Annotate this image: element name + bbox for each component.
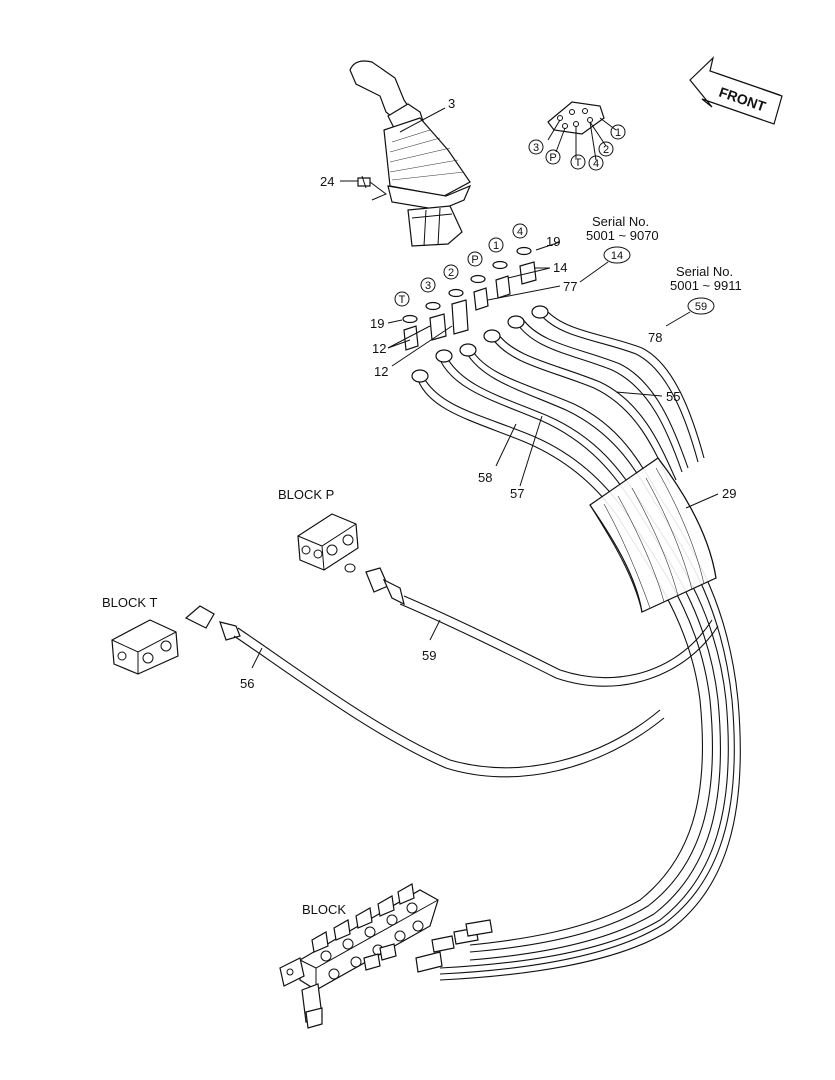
block-p xyxy=(297,513,405,606)
part-58-label: 58 xyxy=(478,470,492,485)
bottom-block xyxy=(279,883,493,1029)
part-12a-label: 12 xyxy=(372,341,386,356)
svg-text:Serial No.: Serial No. xyxy=(592,214,649,229)
part-19b-label: 19 xyxy=(370,316,384,331)
block-label: BLOCK xyxy=(302,902,346,917)
port-2: 2 xyxy=(443,264,459,280)
block-t-label: BLOCK T xyxy=(102,595,157,610)
svg-text:1: 1 xyxy=(615,127,621,139)
pin-4: 4 xyxy=(588,155,604,171)
svg-text:4: 4 xyxy=(593,158,599,170)
block-ports xyxy=(311,883,424,980)
o-rings xyxy=(402,246,532,324)
hose-bundle xyxy=(417,309,741,981)
svg-text:1: 1 xyxy=(493,240,499,252)
fittings xyxy=(403,261,537,351)
svg-text:4: 4 xyxy=(517,226,523,238)
svg-text:Serial No.: Serial No. xyxy=(676,264,733,279)
svg-text:2: 2 xyxy=(603,144,609,156)
part-29-label: 29 xyxy=(722,486,736,501)
svg-text:P: P xyxy=(471,254,478,266)
svg-text:3: 3 xyxy=(425,280,431,292)
part-77-label: 77 xyxy=(563,279,577,294)
serial-note-59: Serial No. 5001 ~ 9911 59 xyxy=(665,264,742,327)
part-56-label: 56 xyxy=(240,676,254,691)
pin-t: T xyxy=(570,154,586,170)
port-t: T xyxy=(394,291,410,307)
part-12b-label: 12 xyxy=(374,364,388,379)
part-14-label: 14 xyxy=(553,260,567,275)
part-59-label: 59 xyxy=(422,648,436,663)
pin-2: 2 xyxy=(598,141,614,157)
block-p-label: BLOCK P xyxy=(278,487,334,502)
pin-p: P xyxy=(545,149,561,165)
block-t xyxy=(111,605,241,675)
pin-1: 1 xyxy=(610,124,626,140)
port-3: 3 xyxy=(420,277,436,293)
part-24-label: 24 xyxy=(320,174,334,189)
front-arrow: FRONT xyxy=(689,56,783,125)
part-19a-label: 19 xyxy=(546,234,560,249)
svg-text:59: 59 xyxy=(695,301,707,313)
svg-text:5001 ~ 9911: 5001 ~ 9911 xyxy=(670,278,742,293)
protective-sleeve-29 xyxy=(589,457,717,613)
block-hose-fittings xyxy=(363,919,493,973)
hose-end-fittings xyxy=(411,305,549,383)
part-78-label: 78 xyxy=(648,330,662,345)
svg-text:P: P xyxy=(549,152,556,164)
serial-note-14: Serial No. 5001 ~ 9070 14 xyxy=(579,214,659,283)
svg-text:14: 14 xyxy=(611,250,623,262)
part-57-label: 57 xyxy=(510,486,524,501)
joystick-lever xyxy=(349,60,472,247)
screw-24 xyxy=(357,175,387,201)
port-p: P xyxy=(467,251,483,267)
port-1: 1 xyxy=(488,237,504,253)
part-55-label: 55 xyxy=(666,389,680,404)
port-4: 4 xyxy=(512,223,528,239)
pin-layout-diagram: 3 P T 4 2 1 xyxy=(528,101,626,171)
svg-text:3: 3 xyxy=(533,142,539,154)
pin-3: 3 xyxy=(528,139,544,155)
svg-text:T: T xyxy=(399,294,406,306)
svg-text:T: T xyxy=(575,157,582,169)
svg-text:5001 ~ 9070: 5001 ~ 9070 xyxy=(586,228,659,243)
part-3-label: 3 xyxy=(448,96,455,111)
svg-text:2: 2 xyxy=(448,267,454,279)
